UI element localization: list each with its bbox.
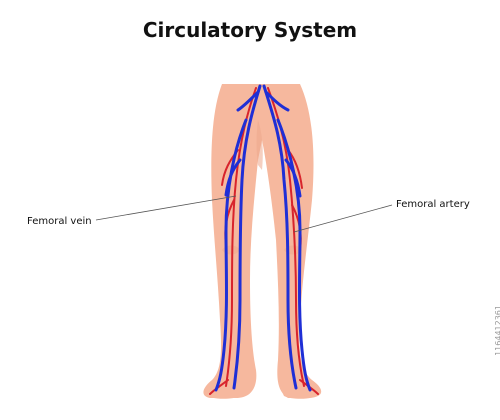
left-vein-branch [224, 158, 242, 197]
artery-leader-line [293, 204, 393, 233]
left-great-saphenous [214, 118, 248, 392]
right-femoral-vein [262, 84, 298, 390]
right-foot [280, 370, 320, 399]
left-femoral-vein [232, 84, 262, 390]
diagram-title: Circulatory System [142, 18, 358, 42]
veins [214, 84, 312, 392]
femoral-artery-label: Femoral artery [396, 199, 470, 210]
right-great-saphenous [276, 118, 312, 392]
vein-leader-line [95, 195, 237, 221]
crotch-shadow [256, 120, 263, 170]
right-vein-branch [284, 158, 302, 198]
femoral-vein-label: Femoral vein [27, 216, 92, 227]
pelvic-vein-right [264, 90, 290, 112]
pelvic-vein-left [236, 90, 260, 112]
stock-id: 1164412361 [494, 305, 500, 356]
